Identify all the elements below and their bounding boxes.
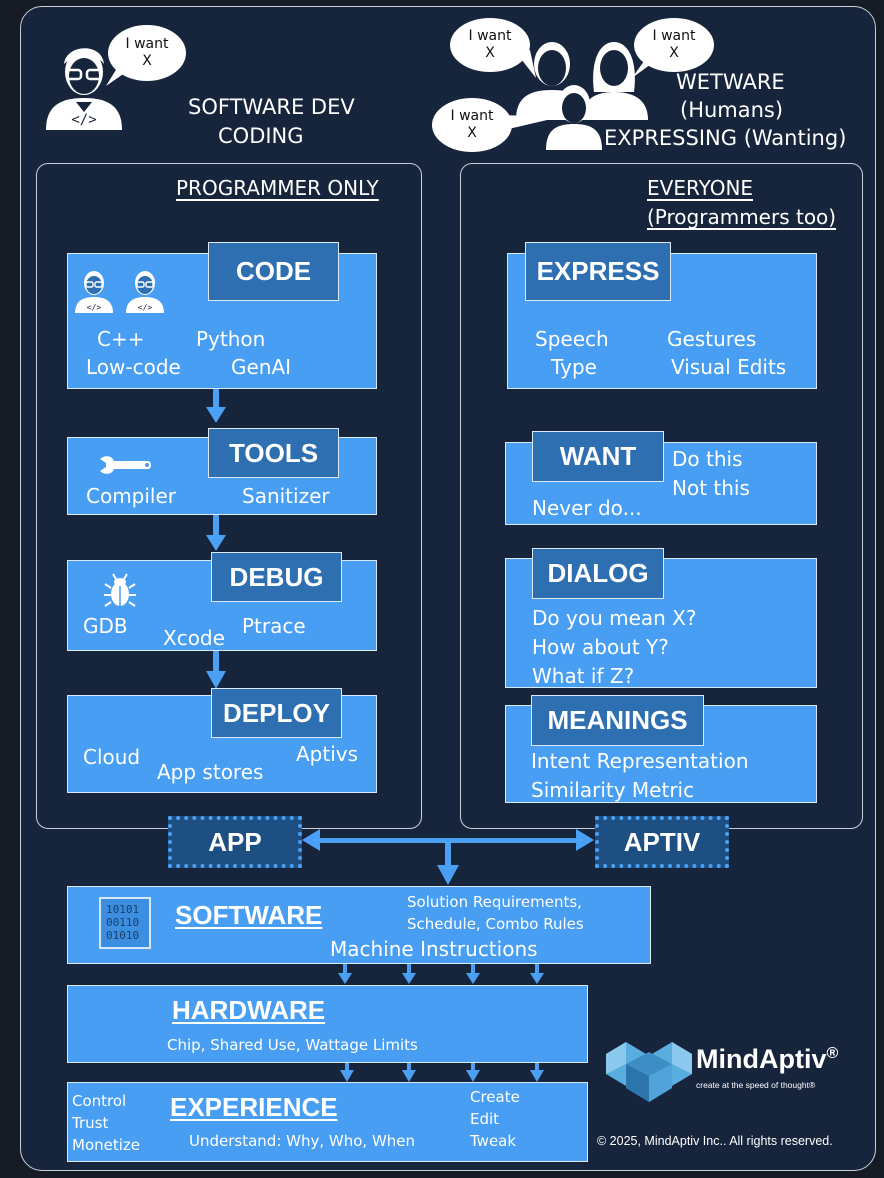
express-item: Visual Edits [671, 355, 787, 379]
express-stage-tag: EXPRESS [525, 242, 671, 301]
bidirectional-arrow [302, 829, 594, 885]
meanings-stage-tag: MEANINGS [531, 695, 704, 746]
dialog-item: What if Z? [532, 664, 635, 688]
developer-icon: </> [46, 48, 122, 130]
want-item: Do this [672, 447, 743, 471]
bug-icon [104, 573, 136, 607]
bubble-text: X [142, 53, 152, 69]
people-group-icon [516, 42, 648, 150]
experience-left-item: Control [72, 1092, 127, 1110]
express-item: Speech [535, 327, 609, 351]
bubble-text: I want [125, 36, 169, 52]
flow-arrow [206, 515, 226, 551]
copyright-notice: © 2025, MindAptiv Inc.. All rights reser… [597, 1134, 833, 1148]
experience-right-item: Tweak [470, 1132, 517, 1150]
tools-item: Compiler [86, 484, 177, 508]
brand-tagline: create at the speed of thought® [696, 1080, 816, 1090]
aptiv-node: APTIV [595, 816, 729, 868]
experience-subtitle: Understand: Why, Who, When [189, 1132, 416, 1150]
brand-name: MindAptiv® [696, 1044, 838, 1075]
express-item: Type [551, 355, 597, 379]
experience-left-item: Trust [72, 1114, 109, 1132]
meanings-item: Similarity Metric [531, 778, 695, 802]
code-item: C++ [97, 327, 145, 351]
bubble-text: I want [468, 28, 512, 44]
speech-bubble-person-2: I want X [634, 18, 714, 72]
debug-item: Ptrace [242, 614, 306, 638]
experience-right-item: Create [470, 1088, 520, 1106]
debug-item: Xcode [163, 626, 225, 650]
bubble-text: X [485, 45, 495, 61]
binary-line: 01010 [106, 929, 140, 942]
experience-right-item: Edit [470, 1110, 500, 1128]
experience-left-item: Monetize [72, 1136, 141, 1154]
code-item: GenAI [231, 355, 292, 379]
tools-stage-tag: TOOLS [208, 428, 339, 478]
developer-icon: </> [75, 271, 113, 313]
bubble-text: I want [652, 28, 696, 44]
experience-title: EXPERIENCE [170, 1092, 338, 1122]
software-title: SOFTWARE [175, 900, 323, 930]
svg-text:</>: </> [71, 112, 96, 128]
flow-arrow [206, 651, 226, 689]
mindaptiv-logo-icon [606, 1042, 692, 1102]
app-node: APP [168, 816, 302, 868]
bubble-text: X [669, 45, 679, 61]
header-right-title-line3: EXPRESSING (Wanting) [604, 126, 847, 150]
header-left-title-line2: CODING [218, 124, 304, 148]
speech-bubble-developer: I want X [108, 25, 186, 81]
want-item: Not this [672, 476, 750, 500]
flow-arrow [206, 389, 226, 423]
dialog-item: Do you mean X? [532, 606, 697, 630]
developer-icon: </> [126, 271, 164, 313]
binary-code-icon: 10101 00110 01010 [99, 897, 151, 949]
brand-name-text: MindAptiv [696, 1044, 827, 1074]
bubble-text: X [467, 125, 477, 141]
registered-mark: ® [826, 1045, 839, 1062]
code-item: Python [196, 327, 266, 351]
hardware-subtitle: Chip, Shared Use, Wattage Limits [167, 1036, 418, 1054]
want-stage-tag: WANT [532, 431, 664, 482]
speech-bubble-tail [500, 115, 560, 131]
everyone-title-line1: EVERYONE [647, 176, 754, 200]
debug-stage-tag: DEBUG [211, 552, 342, 602]
header-right-title-line2: (Humans) [680, 98, 784, 122]
svg-text:</>: </> [87, 303, 102, 312]
programmer-only-title: PROGRAMMER ONLY [176, 176, 379, 200]
speech-bubble-person-1: I want X [450, 18, 530, 72]
deploy-item: Aptivs [296, 742, 359, 766]
software-subtitle: Machine Instructions [330, 937, 538, 961]
flow-arrows-hardware-experience [340, 1063, 544, 1082]
software-requirements-line2: Schedule, Combo Rules [407, 915, 584, 933]
header-right-title-line1: WETWARE [676, 70, 785, 94]
deploy-item: Cloud [83, 745, 141, 769]
code-stage-tag: CODE [208, 242, 339, 301]
meanings-item: Intent Representation [531, 749, 749, 773]
svg-text:</>: </> [138, 303, 153, 312]
want-item: Never do... [532, 496, 642, 520]
flow-arrows-software-hardware [338, 964, 544, 984]
speech-bubble-person-3: I want X [432, 98, 512, 152]
hardware-box [67, 985, 588, 1063]
dialog-stage-tag: DIALOG [532, 548, 664, 599]
binary-line: 10101 [106, 903, 140, 916]
bubble-text: I want [450, 108, 494, 124]
software-requirements-line1: Solution Requirements, [407, 893, 582, 911]
binary-line: 00110 [106, 916, 140, 929]
software-box [67, 886, 651, 964]
express-item: Gestures [667, 327, 757, 351]
code-item: Low-code [86, 355, 181, 379]
deploy-stage-tag: DEPLOY [211, 688, 342, 738]
debug-item: GDB [83, 614, 128, 638]
tools-item: Sanitizer [242, 484, 330, 508]
experience-box [67, 1082, 588, 1162]
everyone-title-line2: (Programmers too) [647, 205, 837, 229]
deploy-item: App stores [157, 760, 264, 784]
dialog-item: How about Y? [532, 635, 669, 659]
header-left-title-line1: SOFTWARE DEV [188, 95, 355, 119]
hardware-title: HARDWARE [172, 995, 326, 1025]
wrench-icon [100, 456, 151, 474]
